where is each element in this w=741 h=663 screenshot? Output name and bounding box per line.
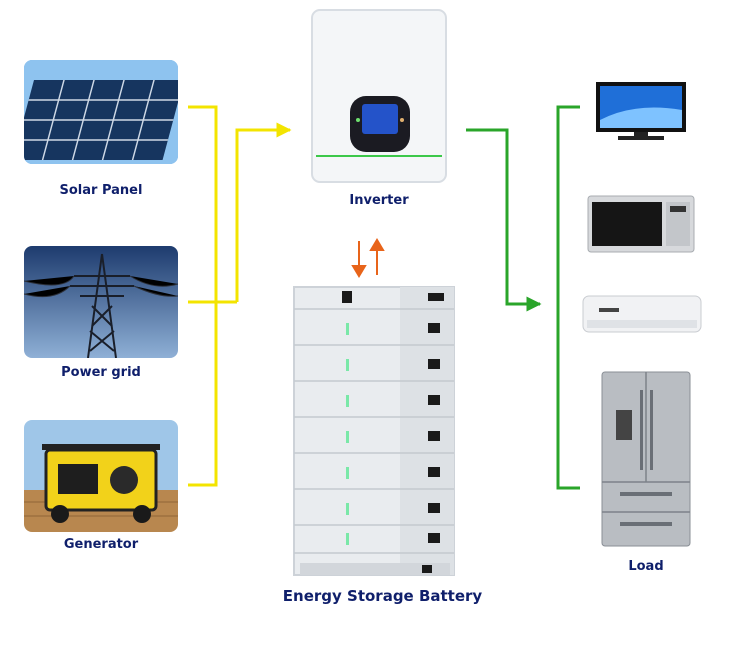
battery-label: Energy Storage Battery xyxy=(282,587,483,605)
tv-image xyxy=(594,80,688,142)
air-conditioner-icon xyxy=(582,295,702,333)
solar-panel-label: Solar Panel xyxy=(59,183,143,198)
source-bus-line xyxy=(188,105,292,487)
tv-icon xyxy=(596,82,686,140)
inverter-icon xyxy=(311,9,447,183)
battery-stack xyxy=(290,283,460,583)
power-grid-icon xyxy=(24,246,178,358)
solar-panel-icon xyxy=(24,60,178,164)
solar-panel-image xyxy=(24,60,178,164)
inverter-unit xyxy=(310,8,448,184)
refrigerator-icon xyxy=(601,371,691,547)
battery-icon xyxy=(293,286,455,576)
generator-label: Generator xyxy=(63,537,139,552)
refrigerator-image xyxy=(600,370,692,548)
load-line xyxy=(466,105,580,490)
generator-image xyxy=(24,420,178,532)
load-label: Load xyxy=(628,559,664,574)
microwave-icon xyxy=(587,195,695,253)
generator-icon xyxy=(24,420,178,532)
power-grid-image xyxy=(24,246,178,358)
inverter-label: Inverter xyxy=(349,193,409,208)
air-conditioner-image xyxy=(581,292,703,338)
microwave-image xyxy=(586,194,696,256)
battery-flow-arrows xyxy=(351,238,385,278)
power-grid-label: Power grid xyxy=(61,365,141,380)
